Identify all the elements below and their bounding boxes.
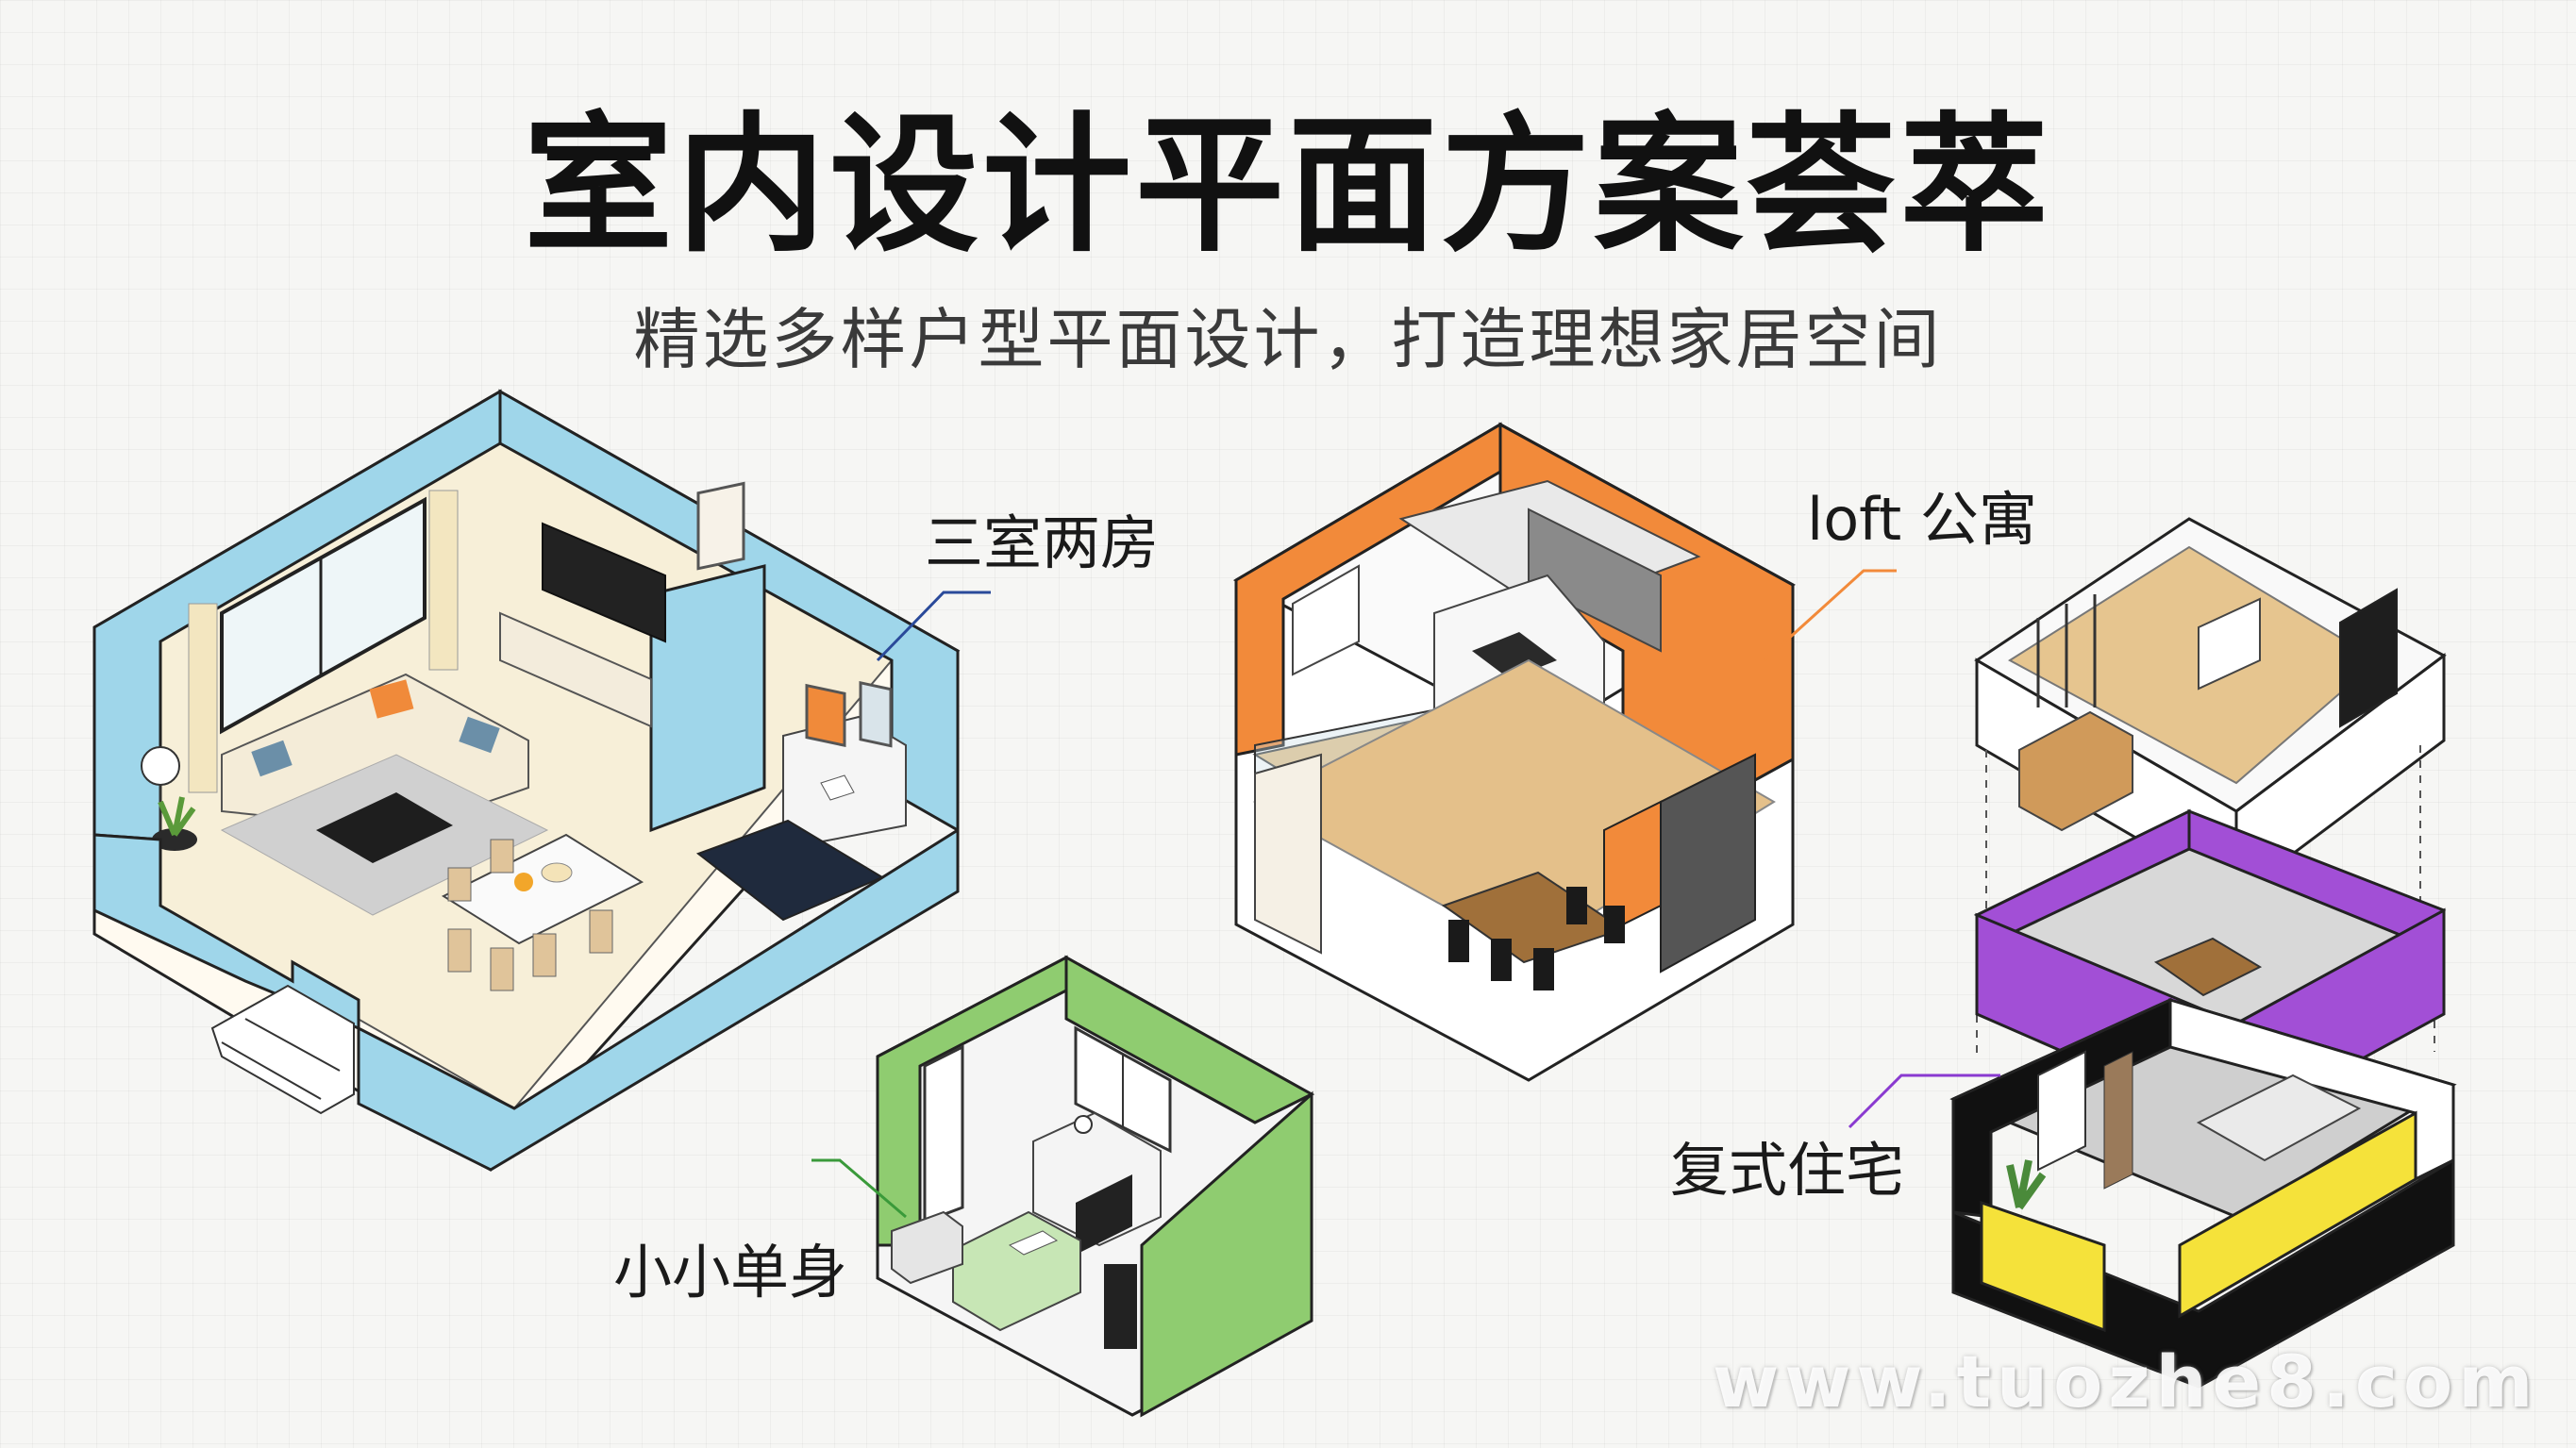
label-duplex: 复式住宅 <box>1670 1136 1905 1205</box>
leader-line-duplex <box>1848 1074 2000 1129</box>
duplex-model <box>1949 517 2457 1389</box>
label-three-room: 三室两房 <box>925 508 1160 577</box>
watermark: www.tuozhe8.com <box>1713 1340 2539 1423</box>
three-room-model <box>92 389 961 1172</box>
label-loft: loft 公寓 <box>1807 485 2037 554</box>
page-subtitle: 精选多样户型平面设计，打造理想家居空间 <box>633 301 1943 378</box>
page-title: 室内设计平面方案荟萃 <box>524 99 2052 273</box>
loft-model <box>1232 422 1796 1082</box>
leader-line-single <box>811 1158 907 1219</box>
leader-line-loft <box>1763 569 1897 662</box>
label-single: 小小单身 <box>613 1238 848 1307</box>
leader-line-three-room <box>876 591 991 662</box>
single-model <box>876 955 1315 1418</box>
